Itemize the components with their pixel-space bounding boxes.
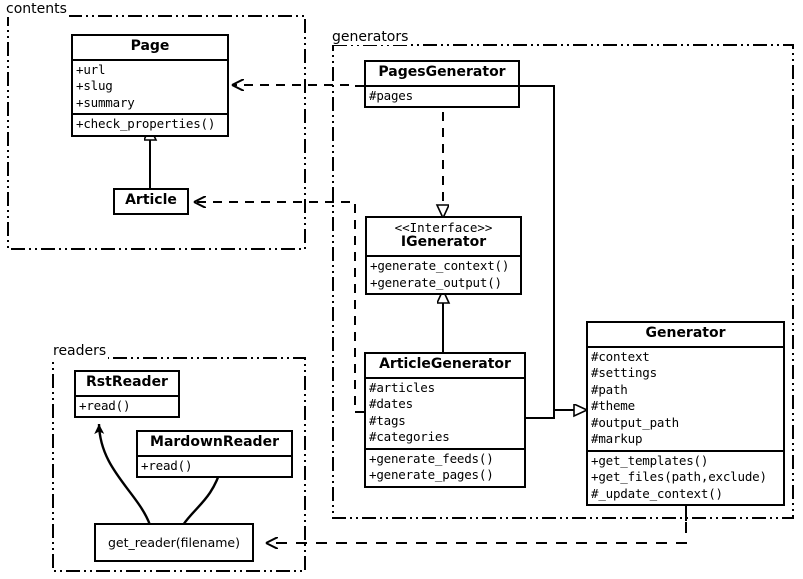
class-name-igenerator: IGenerator bbox=[400, 234, 487, 251]
attribute-item: #markup bbox=[591, 431, 643, 447]
class-attributes-pages-generator: #pages bbox=[366, 84, 518, 107]
class-stereotype-igenerator: <<Interface>> bbox=[394, 220, 493, 235]
class-box-pages-generator[interactable]: PagesGenerator #pages bbox=[364, 60, 520, 109]
attribute-item: #context bbox=[591, 348, 650, 364]
class-box-article[interactable]: Article bbox=[113, 188, 189, 215]
class-title-generator: Generator bbox=[645, 325, 726, 341]
method-item: +generate_pages() bbox=[369, 467, 494, 483]
method-item: +read() bbox=[79, 397, 131, 413]
class-methods-igenerator: +generate_context() +generate_output() bbox=[367, 255, 520, 293]
class-title-mardown-reader: MardownReader bbox=[150, 434, 279, 450]
edge-articlegenerator-to-generator bbox=[526, 409, 574, 419]
class-box-igenerator[interactable]: <<Interface>> IGenerator +generate_conte… bbox=[365, 216, 522, 296]
method-item: +read() bbox=[141, 457, 193, 473]
class-title-article: Article bbox=[125, 192, 177, 208]
method-item: +generate_output() bbox=[370, 274, 502, 290]
attribute-item: #theme bbox=[591, 398, 635, 414]
attribute-item: +summary bbox=[76, 94, 135, 110]
method-item: +generate_context() bbox=[370, 258, 510, 274]
edge-pagesgenerator-to-page bbox=[232, 85, 364, 86]
attribute-item: #settings bbox=[591, 365, 657, 381]
method-item: +check_properties() bbox=[76, 116, 216, 132]
package-label-contents: contents bbox=[4, 1, 69, 17]
attribute-item: #path bbox=[591, 381, 628, 397]
class-methods-page: +check_properties() bbox=[73, 113, 227, 135]
class-box-page[interactable]: Page +url +slug +summary +check_properti… bbox=[71, 34, 229, 137]
class-title-page: Page bbox=[130, 38, 170, 54]
attribute-item: +slug bbox=[76, 78, 113, 94]
attribute-item: #articles bbox=[369, 379, 435, 395]
function-box-get-reader[interactable]: get_reader(filename) bbox=[94, 523, 254, 562]
edge-generator-to-getreader bbox=[266, 502, 687, 543]
edge-articlegenerator-to-article bbox=[194, 202, 364, 413]
class-attributes-page: +url +slug +summary bbox=[73, 58, 227, 114]
method-item: #_update_context() bbox=[591, 485, 723, 501]
method-item: +get_files(path,exclude) bbox=[591, 469, 767, 485]
class-methods-rst-reader: +read() bbox=[76, 394, 178, 417]
function-label-get-reader: get_reader(filename) bbox=[108, 535, 240, 550]
attribute-item: #categories bbox=[369, 429, 450, 445]
class-box-generator[interactable]: Generator #context #settings #path #them… bbox=[586, 321, 785, 507]
class-title-article-generator: ArticleGenerator bbox=[379, 356, 511, 372]
class-methods-mardown-reader: +read() bbox=[138, 454, 291, 477]
class-box-article-generator[interactable]: ArticleGenerator #articles #dates #tags … bbox=[364, 352, 526, 488]
class-methods-generator: +get_templates() +get_files(path,exclude… bbox=[588, 449, 783, 505]
edge-pagesgenerator-to-generator bbox=[520, 85, 574, 410]
class-title-rst-reader: RstReader bbox=[86, 374, 168, 390]
class-box-rst-reader[interactable]: RstReader +read() bbox=[74, 370, 180, 419]
class-title-igenerator: <<Interface>> IGenerator bbox=[367, 218, 520, 255]
method-item: +get_templates() bbox=[591, 452, 709, 468]
attribute-item: #dates bbox=[369, 396, 413, 412]
class-attributes-generator: #context #settings #path #theme #output_… bbox=[588, 345, 783, 450]
class-title-pages-generator: PagesGenerator bbox=[378, 64, 506, 80]
package-label-generators: generators bbox=[330, 29, 411, 45]
attribute-item: #pages bbox=[369, 87, 413, 103]
method-item: +generate_feeds() bbox=[369, 450, 494, 466]
attribute-item: #tags bbox=[369, 412, 406, 428]
attribute-item: +url bbox=[76, 61, 106, 77]
class-methods-article-generator: +generate_feeds() +generate_pages() bbox=[366, 447, 524, 486]
class-attributes-article-generator: #articles #dates #tags #categories bbox=[366, 376, 524, 448]
attribute-item: #output_path bbox=[591, 414, 679, 430]
package-label-readers: readers bbox=[51, 343, 109, 359]
class-box-mardown-reader[interactable]: MardownReader +read() bbox=[136, 430, 293, 479]
